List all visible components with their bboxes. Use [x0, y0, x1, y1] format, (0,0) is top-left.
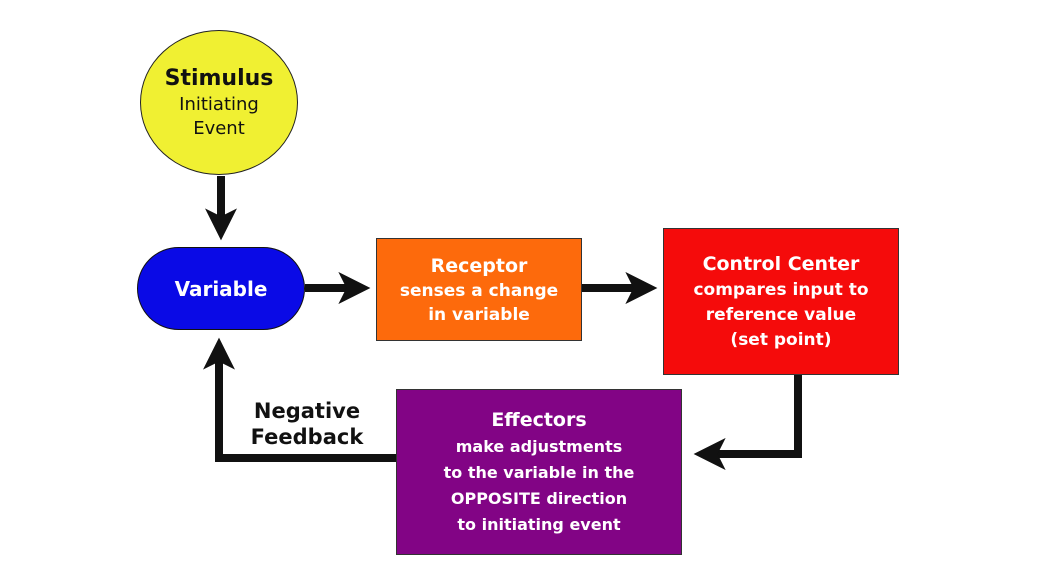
effectors-title: Effectors	[491, 409, 587, 431]
control-center-node: Control Center compares input to referen…	[663, 228, 899, 375]
negative-feedback-line: Feedback	[250, 425, 364, 449]
effectors-line: to initiating event	[457, 515, 621, 534]
stimulus-line: Initiating	[179, 93, 259, 115]
stimulus-title: Stimulus	[164, 65, 274, 91]
receptor-line: in variable	[428, 304, 530, 325]
negative-feedback-label: Negative Feedback	[232, 398, 382, 450]
effectors-line: OPPOSITE direction	[450, 489, 628, 508]
control-center-line: compares input to	[693, 279, 869, 300]
control-center-title: Control Center	[702, 252, 860, 275]
arrow-control-to-effectors	[693, 375, 802, 470]
control-center-line: (set point)	[730, 329, 832, 350]
stimulus-node: Stimulus Initiating Event	[140, 30, 298, 175]
control-center-line: reference value	[705, 304, 857, 325]
effectors-node: Effectors make adjustments to the variab…	[396, 389, 682, 555]
arrow-effectors-to-variable	[203, 337, 396, 462]
stimulus-line: Event	[193, 117, 245, 139]
negative-feedback-line: Negative	[253, 399, 361, 423]
variable-title: Variable	[174, 276, 268, 301]
effectors-line: to the variable in the	[443, 463, 635, 482]
variable-node: Variable	[137, 247, 305, 330]
effectors-line: make adjustments	[455, 437, 623, 456]
receptor-title: Receptor	[430, 254, 528, 277]
receptor-node: Receptor senses a change in variable	[376, 238, 582, 341]
receptor-line: senses a change	[399, 280, 559, 301]
